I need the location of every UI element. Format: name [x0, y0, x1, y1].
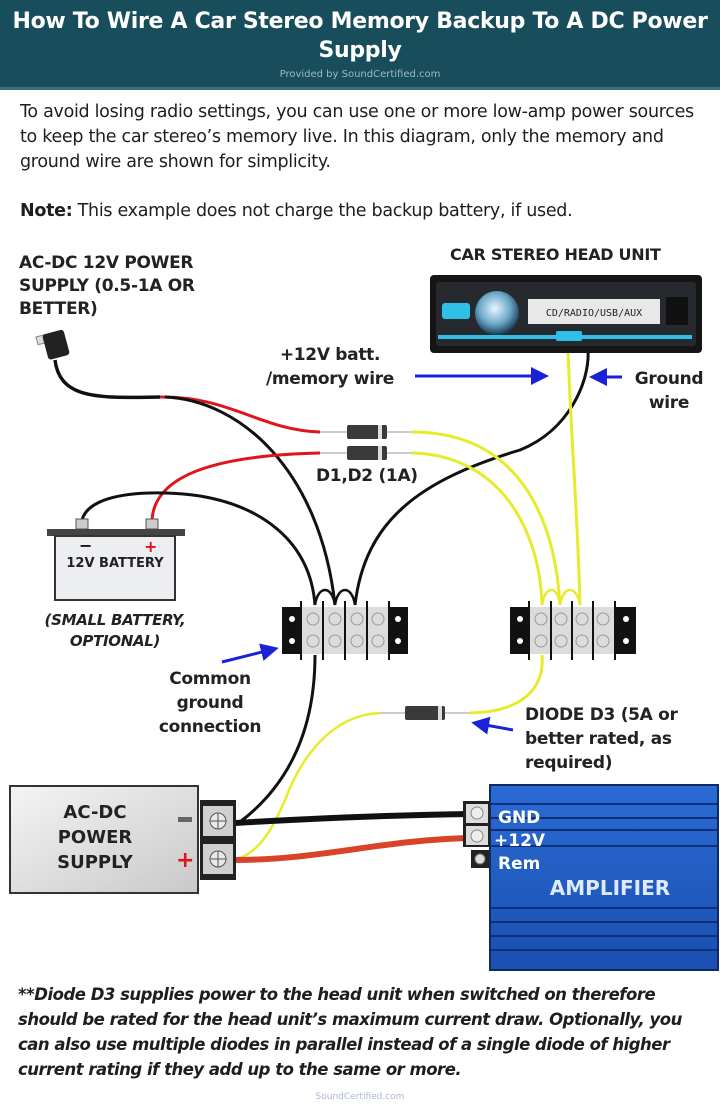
adapter-label-line1: AC-DC 12V POWER	[19, 253, 194, 273]
head-unit-display-text: CD/RADIO/USB/AUX	[546, 308, 642, 319]
battery-label: 12V BATTERY	[66, 556, 164, 571]
head-unit-volume-knob	[475, 291, 519, 335]
common-ground-arrow	[221, 643, 279, 664]
footnote: **Diode D3 supplies power to the head un…	[18, 985, 682, 1079]
common-ground-label-line3: connection	[158, 717, 262, 737]
adapter-label: AC-DC 12V POWER SUPPLY (0.5-1A OR BETTER…	[19, 252, 195, 321]
amp-rem-label: Rem	[498, 854, 540, 874]
black-wire-adapter-ground	[164, 395, 337, 606]
black-wire-battery-ground	[80, 491, 317, 606]
note-body: This example does not charge the backup …	[72, 201, 573, 221]
callout-arrows	[221, 367, 622, 735]
amp-12v-label: +12V	[494, 831, 546, 851]
memory-wire-label: +12V batt. /memory wire	[250, 343, 410, 391]
wall-adapter-icon	[35, 329, 70, 360]
ac-dc-power-supply: + AC-DC POWER SUPPLY	[9, 785, 236, 894]
ground-wire-label-line2: wire	[648, 393, 690, 413]
thick-black-ps-amp-gnd	[234, 811, 471, 826]
yellow-wire-block-d3	[469, 654, 544, 715]
diode-d3-label: DIODE D3 (5A or better rated, as require…	[525, 703, 678, 775]
diodes-d1-d2-label: D1,D2 (1A)	[316, 466, 418, 486]
head-unit-title: CAR STEREO HEAD UNIT	[450, 245, 661, 264]
diode-d3-label-line1: DIODE D3 (5A or	[525, 705, 678, 725]
intro-text: To avoid losing radio settings, you can …	[20, 102, 694, 172]
red-wire-battery-d2	[150, 451, 321, 521]
yellow-wire-d1	[411, 430, 562, 606]
power-terminal-block	[510, 601, 636, 660]
diodes-d1-d2	[320, 425, 412, 460]
diode-d2	[347, 446, 387, 460]
note-text: Note: This example does not charge the b…	[20, 199, 710, 224]
amp-gnd-label: GND	[498, 808, 540, 828]
wires	[53, 349, 590, 863]
amp-12v-terminal	[470, 829, 484, 843]
black-jumpers	[313, 588, 357, 606]
red-wire-adapter-d1	[159, 395, 321, 434]
diode-d3	[380, 706, 470, 720]
ground-terminal-block	[282, 601, 408, 660]
ps-label-line3: SUPPLY	[57, 852, 134, 873]
memory-wire-label-line2: /memory wire	[265, 369, 395, 389]
title-banner: How To Wire A Car Stereo Memory Backup T…	[0, 0, 720, 90]
diode-d3-label-line3: required)	[525, 753, 613, 773]
note-label: Note:	[20, 201, 73, 221]
common-ground-label: Common ground connection	[140, 667, 280, 739]
adapter-cord	[53, 359, 161, 400]
memory-wire-label-line1: +12V batt.	[279, 345, 381, 365]
provided-by: Provided by SoundCertified.com	[279, 69, 441, 80]
diode-d1	[347, 425, 387, 439]
car-stereo-head-unit: CD/RADIO/USB/AUX	[430, 275, 702, 353]
yellow-wire-d3-ps	[239, 711, 381, 860]
yellow-wire-d2	[411, 451, 544, 606]
head-unit-display	[528, 299, 660, 324]
ground-wire-label-line1: Ground	[634, 369, 704, 389]
common-ground-label-line2: ground	[176, 693, 244, 713]
amp-gnd-terminal	[470, 806, 484, 820]
head-unit-mode-button	[442, 303, 470, 319]
black-wire-headunit-ground	[353, 349, 590, 606]
adapter-label-line3: BETTER)	[19, 299, 98, 319]
black-wire-ground-ps	[239, 654, 317, 824]
ps-label-line2: POWER	[58, 827, 133, 848]
battery-caption-line2: OPTIONAL)	[69, 632, 161, 650]
ps-plus-sign: +	[176, 848, 194, 873]
credit-watermark: SoundCertified.com	[315, 1092, 405, 1102]
ps-label-line1: AC-DC	[63, 802, 126, 823]
battery-12v: − + 12V BATTERY	[47, 518, 185, 601]
amp-rem-terminal	[474, 853, 486, 865]
yellow-jumpers	[540, 588, 582, 606]
page-title: How To Wire A Car Stereo Memory Backup T…	[12, 9, 708, 63]
amplifier: GND +12V Rem AMPLIFIER	[463, 784, 719, 971]
yellow-wire-headunit-memory	[566, 349, 582, 606]
diode-d3-arrow	[471, 716, 514, 735]
battery-minus-sign: −	[79, 536, 92, 555]
thick-orange-ps-amp-12v	[234, 835, 471, 863]
battery-caption: (SMALL BATTERY, OPTIONAL)	[30, 610, 200, 652]
amp-label: AMPLIFIER	[550, 876, 670, 900]
adapter-label-line2: SUPPLY (0.5-1A OR	[19, 276, 195, 296]
diode-d3-label-line2: better rated, as	[525, 729, 672, 749]
battery-caption-line1: (SMALL BATTERY,	[44, 611, 186, 629]
ground-wire-label: Ground wire	[624, 367, 714, 415]
battery-plus-sign: +	[144, 537, 157, 556]
common-ground-label-line1: Common	[169, 669, 251, 689]
